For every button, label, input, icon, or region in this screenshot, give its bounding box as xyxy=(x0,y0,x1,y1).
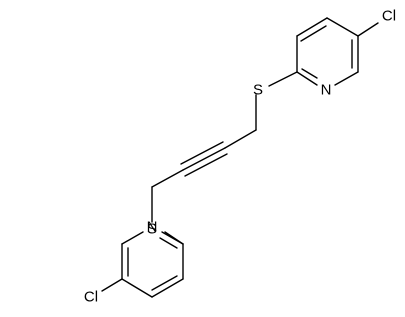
chlorine-label-bottom: Cl xyxy=(84,289,98,306)
bond xyxy=(301,68,318,79)
chlorine-label-top: Cl xyxy=(382,8,396,25)
bond xyxy=(296,71,318,86)
bond xyxy=(184,153,228,177)
bond xyxy=(224,129,257,149)
bond xyxy=(121,231,144,245)
bond xyxy=(300,25,327,42)
bond xyxy=(296,17,328,37)
bond xyxy=(151,169,184,188)
bond xyxy=(151,278,184,298)
nitrogen-label-bottom: N xyxy=(147,219,158,236)
sulfur-label-bottom: S xyxy=(147,221,157,238)
bond xyxy=(268,71,298,87)
bond xyxy=(101,278,123,292)
nitrogen-label-top: N xyxy=(321,82,332,99)
bonds xyxy=(101,17,379,298)
bond xyxy=(334,71,359,86)
bond xyxy=(357,22,379,37)
bond xyxy=(326,17,359,37)
bond xyxy=(182,147,226,171)
bond xyxy=(180,141,224,165)
bond xyxy=(161,231,184,245)
bond xyxy=(159,237,178,249)
atom-labels: Cl N S S N Cl xyxy=(84,8,396,306)
sulfur-label-top: S xyxy=(253,82,263,99)
bond xyxy=(151,275,178,291)
bond xyxy=(121,278,153,298)
